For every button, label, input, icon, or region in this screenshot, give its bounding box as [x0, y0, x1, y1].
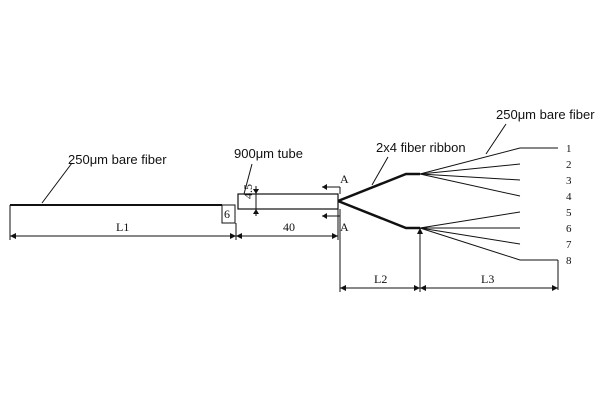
- ribbon-label: 2x4 fiber ribbon: [376, 140, 466, 155]
- fiber-2: [419, 163, 521, 175]
- bare-fiber-right-leader: [485, 123, 507, 155]
- bare-fiber-left-leader: [41, 162, 73, 204]
- l2-label: L2: [374, 272, 387, 286]
- section-mark-bottom-head: [322, 213, 327, 219]
- tube-length-label: 40: [283, 220, 295, 234]
- port-2: 2: [566, 159, 572, 171]
- tube-length-arrow-left: [236, 233, 242, 239]
- l3-arrow-left: [420, 285, 426, 291]
- fiber-3: [419, 173, 521, 181]
- tube-height-label: 4.5: [241, 184, 255, 199]
- tube-height-arrow-top: [253, 189, 259, 194]
- fiber-5: [419, 211, 521, 229]
- l2-arrow-left: [340, 285, 346, 291]
- fiber-7: [419, 227, 521, 245]
- small-box-label: 6: [224, 207, 230, 221]
- port-4: 4: [566, 191, 572, 203]
- small-box: [221, 204, 236, 224]
- l3-label: L3: [481, 272, 494, 286]
- bare-fiber-right-label: 250μm bare fiber: [496, 107, 595, 122]
- section-mark-top-head: [322, 184, 327, 190]
- fiber-4: [419, 173, 521, 197]
- port-5: 5: [566, 207, 572, 219]
- fiber-1: [419, 147, 521, 175]
- port-7: 7: [566, 239, 572, 251]
- l1-label: L1: [116, 220, 129, 234]
- port-1: 1: [566, 143, 572, 155]
- l2-arrow-right: [414, 285, 420, 291]
- fiber-8: [419, 227, 521, 261]
- l3-arrow-right: [552, 285, 558, 291]
- port-6: 6: [566, 223, 572, 235]
- port-8: 8: [566, 255, 572, 267]
- l1-arrow-left: [10, 233, 16, 239]
- l1-arrow-right: [230, 233, 236, 239]
- l2-l3-ext-mid-arrow: [417, 228, 423, 234]
- ribbon-upper: [337, 172, 420, 203]
- tube-label: 900μm tube: [234, 146, 303, 161]
- tube-leader: [243, 163, 253, 195]
- bare-fiber-left-label: 250μm bare fiber: [68, 152, 167, 167]
- ribbon-leader: [371, 156, 389, 186]
- section-mark-top: A: [340, 172, 349, 186]
- section-mark-bottom: A: [340, 220, 349, 234]
- ribbon-lower: [337, 199, 420, 230]
- tube-height-arrow-bottom: [253, 209, 259, 214]
- tube-length-arrow-right: [332, 233, 338, 239]
- port-3: 3: [566, 175, 572, 187]
